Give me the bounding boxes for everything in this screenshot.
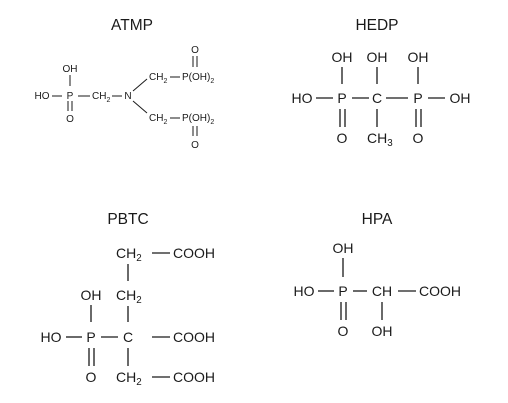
atmp-ch2-left-label: CH2 bbox=[92, 91, 110, 104]
hedp-c-label: C bbox=[372, 90, 382, 106]
hpa-ho-label: HO bbox=[294, 283, 315, 299]
hedp-oh-1-label: OH bbox=[332, 49, 353, 65]
atmp-n-label: N bbox=[124, 91, 131, 102]
pbtc-oh-label: OH bbox=[81, 287, 102, 303]
hedp-oh-3-label: OH bbox=[408, 49, 429, 65]
atmp-bond-n-bottom bbox=[132, 100, 148, 114]
hpa-ch-label: CH bbox=[372, 283, 392, 299]
hedp-o-right-label: O bbox=[413, 130, 424, 146]
atmp-p-label: P bbox=[67, 91, 74, 102]
atmp-ho-label: HO bbox=[35, 91, 50, 102]
hpa-title: HPA bbox=[362, 211, 393, 228]
hpa-structure: HPA OH HO P CH COOH O OH bbox=[294, 211, 462, 339]
pbtc-structure: PBTC CH2 COOH OH CH2 HO P C COOH O CH2 C… bbox=[41, 211, 216, 388]
pbtc-ch2-mid-label: CH2 bbox=[116, 287, 142, 306]
hedp-p-right-label: P bbox=[413, 90, 422, 106]
pbtc-ho-label: HO bbox=[41, 329, 62, 345]
pbtc-p-label: P bbox=[86, 329, 95, 345]
atmp-bond-n-top bbox=[132, 78, 148, 92]
hedp-structure: HEDP OH OH OH HO P C P OH O CH3 O bbox=[292, 17, 471, 149]
hedp-oh-right-label: OH bbox=[450, 90, 471, 106]
hedp-p-left-label: P bbox=[337, 90, 346, 106]
atmp-poh2-bottom-label: P(OH)2 bbox=[182, 113, 214, 126]
hedp-title: HEDP bbox=[355, 17, 398, 34]
pbtc-o-label: O bbox=[86, 369, 97, 385]
atmp-o-left-label: O bbox=[66, 114, 74, 125]
atmp-structure: ATMP OH HO P CH2 N O CH2 O P(OH)2 CH2 P(… bbox=[35, 17, 215, 151]
hpa-cooh-label: COOH bbox=[419, 283, 461, 299]
hpa-p-label: P bbox=[338, 283, 347, 299]
atmp-o-bottom-label: O bbox=[191, 140, 199, 151]
atmp-oh-label: OH bbox=[63, 64, 78, 75]
atmp-title: ATMP bbox=[111, 17, 153, 34]
hedp-o-left-label: O bbox=[337, 130, 348, 146]
pbtc-cooh-bottom-label: COOH bbox=[173, 369, 215, 385]
pbtc-c-label: C bbox=[123, 329, 133, 345]
atmp-ch2-top-label: CH2 bbox=[149, 72, 167, 85]
pbtc-title: PBTC bbox=[107, 211, 148, 228]
pbtc-cooh-top-label: COOH bbox=[173, 245, 215, 261]
pbtc-ch2-top-label: CH2 bbox=[116, 245, 142, 264]
hpa-oh-top-label: OH bbox=[333, 240, 354, 256]
hpa-oh-bottom-label: OH bbox=[372, 323, 393, 339]
atmp-o-top-label: O bbox=[191, 45, 199, 56]
hpa-o-label: O bbox=[338, 323, 349, 339]
hedp-oh-2-label: OH bbox=[367, 49, 388, 65]
pbtc-ch2-bottom-label: CH2 bbox=[116, 369, 142, 388]
hedp-ch3-label: CH3 bbox=[367, 130, 393, 149]
pbtc-cooh-mid-label: COOH bbox=[173, 329, 215, 345]
atmp-poh2-top-label: P(OH)2 bbox=[182, 72, 214, 85]
hedp-ho-label: HO bbox=[292, 90, 313, 106]
atmp-ch2-bottom-label: CH2 bbox=[149, 113, 167, 126]
